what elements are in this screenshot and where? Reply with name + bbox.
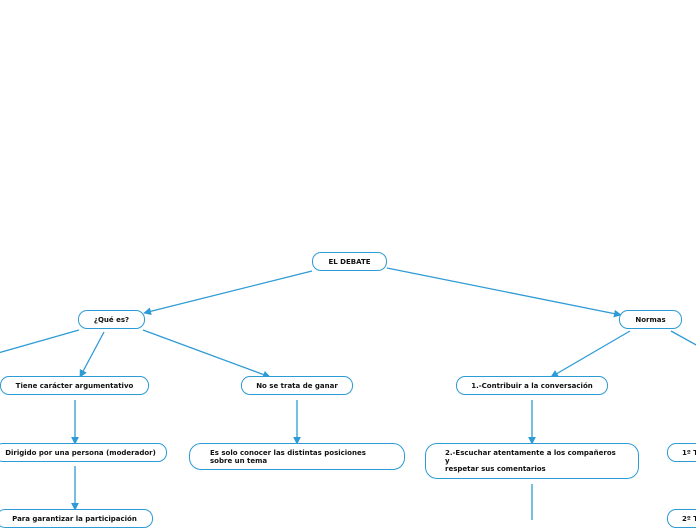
node-que-es[interactable]: ¿Qué es?: [78, 310, 145, 329]
node-no-se-trata-de-ganar[interactable]: No se trata de ganar: [241, 376, 353, 395]
edge-root-normas: [386, 267, 622, 318]
node-label: No se trata de ganar: [256, 381, 338, 390]
node-label: ¿Qué es?: [93, 315, 130, 324]
node-el-debate[interactable]: EL DEBATE: [312, 252, 387, 271]
node-conocer-posiciones[interactable]: Es solo conocer las distintas posiciones…: [189, 443, 405, 470]
edge-que-es-argumentativo: [79, 331, 105, 378]
node-label: Normas: [635, 315, 666, 324]
edge-que-es-no-ganar: [142, 329, 271, 379]
node-garantizar-participacion[interactable]: Para garantizar la participación: [0, 509, 153, 528]
node-label: EL DEBATE: [328, 257, 371, 266]
node-label: 1.-Contribuir a la conversación: [471, 381, 593, 390]
node-contribuir-conversacion[interactable]: 1.-Contribuir a la conversación: [456, 376, 608, 395]
node-label: Tiene carácter argumentativo: [15, 381, 134, 390]
edge-normas-contribuir: [550, 330, 631, 378]
node-label: 2º T: [682, 515, 696, 523]
node-escuchar-atentamente[interactable]: 2.-Escuchar atentamente a los compañeros…: [425, 443, 639, 479]
node-label: 1º T: [682, 448, 696, 457]
node-label: Para garantizar la participación: [12, 515, 137, 523]
node-label: Dirigido por una persona (moderador): [5, 448, 156, 457]
node-moderador[interactable]: Dirigido por una persona (moderador): [0, 443, 167, 462]
node-label: Es solo conocer las distintas posiciones…: [210, 448, 366, 465]
node-right-partial-1[interactable]: 1º T: [667, 443, 696, 462]
edge-root-que-es: [143, 270, 313, 316]
edge-que-es-left: [0, 329, 80, 354]
node-caracter-argumentativo[interactable]: Tiene carácter argumentativo: [0, 376, 149, 395]
node-label: 2.-Escuchar atentamente a los compañeros…: [445, 449, 616, 473]
edge-normas-right: [670, 330, 696, 346]
node-normas[interactable]: Normas: [619, 310, 682, 329]
node-right-partial-2[interactable]: 2º T: [667, 509, 696, 528]
